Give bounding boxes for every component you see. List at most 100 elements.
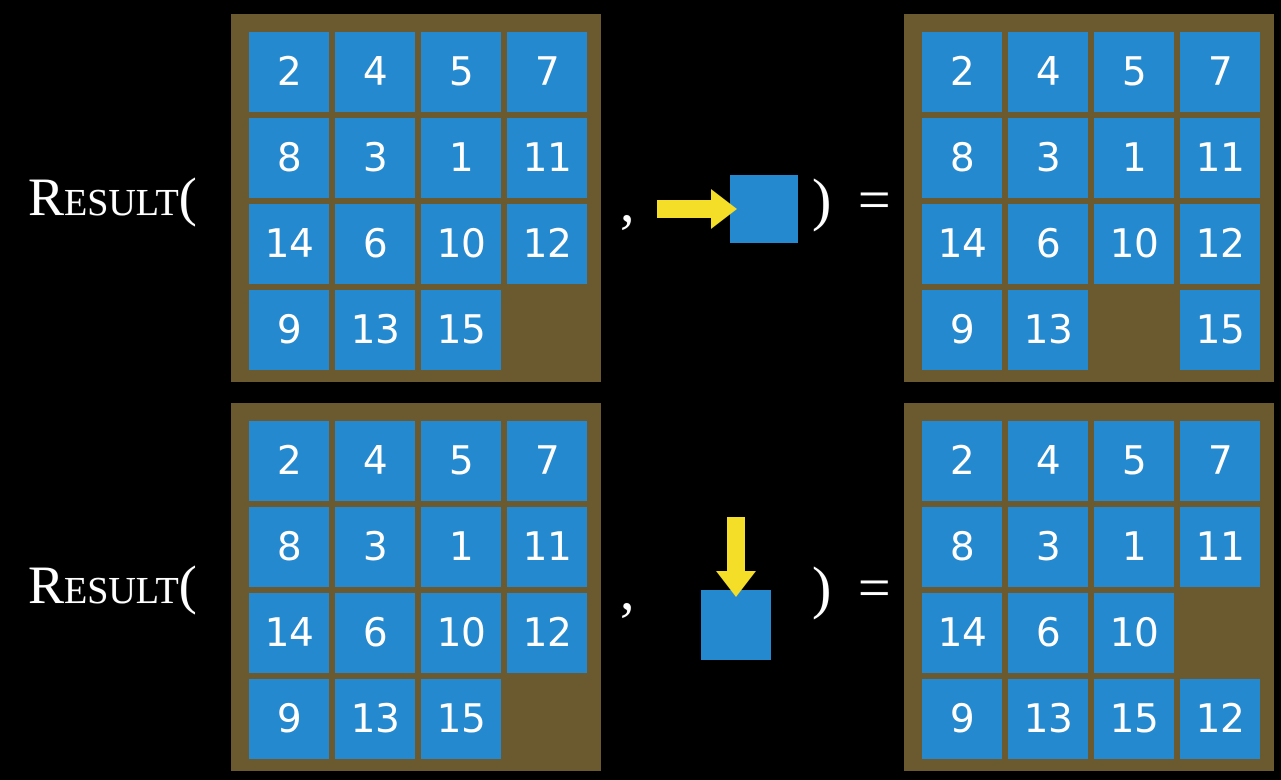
tile-value (507, 679, 587, 759)
tile-cell[interactable]: 3 (332, 504, 418, 590)
tile-cell[interactable]: 1 (418, 504, 504, 590)
tile-cell[interactable]: 4 (1005, 29, 1091, 115)
tile-cell[interactable]: 9 (919, 676, 1005, 762)
blank-square-icon (730, 175, 798, 243)
tile-value: 9 (249, 679, 329, 759)
tile-value: 13 (1008, 290, 1088, 370)
tile-cell[interactable]: 1 (1091, 504, 1177, 590)
tile-cell[interactable]: 12 (504, 590, 590, 676)
empty-cell[interactable] (504, 287, 590, 373)
output-board-row-1: 2 4 5 7 8 3 1 11 14 6 10 12 9 13 15 (904, 14, 1274, 382)
tile-value: 10 (421, 593, 501, 673)
tile-cell[interactable]: 10 (1091, 590, 1177, 676)
tile-cell[interactable]: 5 (1091, 29, 1177, 115)
tile-cell[interactable]: 7 (1177, 29, 1263, 115)
tile-cell[interactable]: 11 (504, 115, 590, 201)
tile-cell[interactable]: 15 (418, 287, 504, 373)
tile-value: 12 (507, 593, 587, 673)
tile-cell[interactable]: 15 (1177, 287, 1263, 373)
tile-cell[interactable]: 11 (504, 504, 590, 590)
tile-value: 10 (1094, 204, 1174, 284)
tile-value: 4 (1008, 32, 1088, 112)
tile-cell[interactable]: 10 (1091, 201, 1177, 287)
tile-cell[interactable]: 6 (332, 201, 418, 287)
empty-cell[interactable] (1091, 287, 1177, 373)
input-board-row-1: 2 4 5 7 8 3 1 11 14 6 10 12 9 13 15 (231, 14, 601, 382)
tile-value: 8 (249, 118, 329, 198)
tile-value: 10 (1094, 593, 1174, 673)
tile-cell[interactable]: 3 (1005, 504, 1091, 590)
tile-cell[interactable]: 14 (919, 201, 1005, 287)
tile-value: 3 (335, 507, 415, 587)
tile-value: 1 (421, 507, 501, 587)
tile-cell[interactable]: 2 (246, 29, 332, 115)
tile-cell[interactable]: 1 (418, 115, 504, 201)
tile-cell[interactable]: 2 (246, 418, 332, 504)
tile-value: 6 (1008, 593, 1088, 673)
tile-cell[interactable]: 13 (332, 287, 418, 373)
tile-cell[interactable]: 4 (332, 418, 418, 504)
tile-cell[interactable]: 12 (1177, 676, 1263, 762)
tile-cell[interactable]: 13 (1005, 287, 1091, 373)
tile-cell[interactable]: 14 (919, 590, 1005, 676)
tile-cell[interactable]: 6 (1005, 590, 1091, 676)
tile-value: 15 (1180, 290, 1260, 370)
tile-cell[interactable]: 10 (418, 590, 504, 676)
tile-cell[interactable]: 3 (332, 115, 418, 201)
tile-value: 13 (335, 290, 415, 370)
tile-cell[interactable]: 14 (246, 201, 332, 287)
tile-cell[interactable]: 13 (1005, 676, 1091, 762)
tile-cell[interactable]: 13 (332, 676, 418, 762)
tile-value: 3 (1008, 507, 1088, 587)
move-right-action-row-1 (650, 168, 810, 254)
tile-cell[interactable]: 3 (1005, 115, 1091, 201)
tile-cell[interactable]: 4 (332, 29, 418, 115)
right-arrow-head-icon (711, 189, 737, 229)
tile-value: 2 (249, 421, 329, 501)
tile-cell[interactable]: 1 (1091, 115, 1177, 201)
tile-cell[interactable]: 7 (1177, 418, 1263, 504)
tile-cell[interactable]: 12 (504, 201, 590, 287)
tile-value: 14 (249, 204, 329, 284)
tile-cell[interactable]: 11 (1177, 504, 1263, 590)
tile-cell[interactable]: 9 (246, 676, 332, 762)
tile-cell[interactable]: 9 (246, 287, 332, 373)
tile-cell[interactable]: 6 (332, 590, 418, 676)
puzzle-grid: 2 4 5 7 8 3 1 11 14 6 10 12 9 13 15 (919, 29, 1263, 373)
tile-cell[interactable]: 12 (1177, 201, 1263, 287)
tile-cell[interactable]: 5 (418, 29, 504, 115)
tile-cell[interactable]: 7 (504, 29, 590, 115)
tile-value: 4 (335, 32, 415, 112)
tile-cell[interactable]: 15 (418, 676, 504, 762)
empty-cell[interactable] (504, 676, 590, 762)
tile-cell[interactable]: 9 (919, 287, 1005, 373)
tile-value: 9 (922, 679, 1002, 759)
tile-cell[interactable]: 8 (919, 115, 1005, 201)
tile-cell[interactable]: 8 (246, 504, 332, 590)
tile-value: 9 (922, 290, 1002, 370)
tile-cell[interactable]: 15 (1091, 676, 1177, 762)
down-arrow-head-icon (716, 571, 756, 597)
tile-cell[interactable]: 10 (418, 201, 504, 287)
tile-cell[interactable]: 5 (1091, 418, 1177, 504)
empty-cell[interactable] (1177, 590, 1263, 676)
puzzle-grid: 2 4 5 7 8 3 1 11 14 6 10 9 13 15 12 (919, 418, 1263, 762)
tile-cell[interactable]: 4 (1005, 418, 1091, 504)
tile-value: 1 (421, 118, 501, 198)
tile-cell[interactable]: 6 (1005, 201, 1091, 287)
tile-value: 7 (507, 32, 587, 112)
tile-value: 11 (1180, 507, 1260, 587)
tile-cell[interactable]: 2 (919, 418, 1005, 504)
tile-value: 2 (249, 32, 329, 112)
tile-cell[interactable]: 7 (504, 418, 590, 504)
tile-cell[interactable]: 2 (919, 29, 1005, 115)
tile-value: 8 (249, 507, 329, 587)
tile-cell[interactable]: 8 (246, 115, 332, 201)
tile-cell[interactable]: 5 (418, 418, 504, 504)
tile-value: 5 (421, 421, 501, 501)
tile-cell[interactable]: 11 (1177, 115, 1263, 201)
tile-value: 1 (1094, 118, 1174, 198)
down-arrow-icon (727, 517, 745, 579)
tile-cell[interactable]: 14 (246, 590, 332, 676)
tile-cell[interactable]: 8 (919, 504, 1005, 590)
